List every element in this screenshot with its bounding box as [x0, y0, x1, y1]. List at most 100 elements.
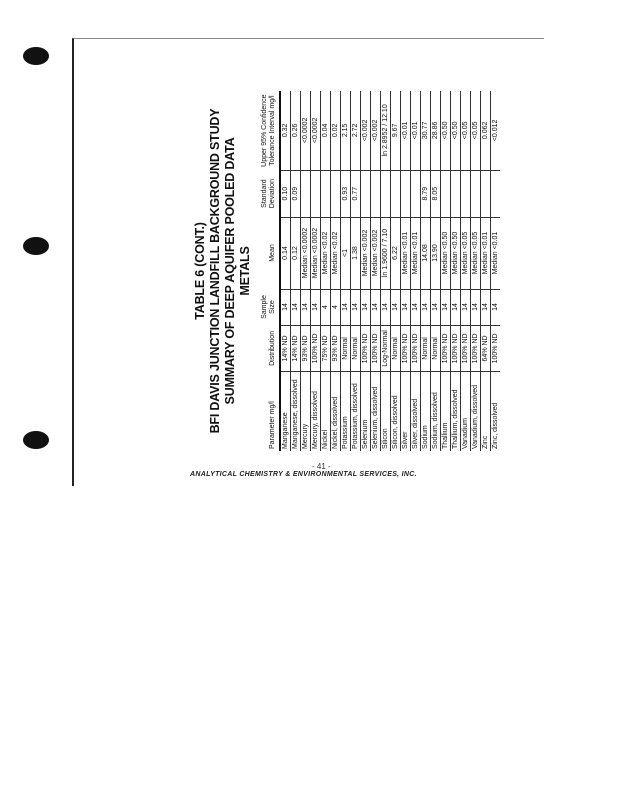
table-cell: 100% ND	[310, 325, 321, 372]
table-header-row: Parameter mg/l Distribution Sample Size …	[261, 91, 280, 451]
table-cell	[390, 170, 401, 218]
table-cell: 0.09	[290, 170, 301, 218]
table-cell: <0.002	[370, 91, 381, 171]
table-cell	[370, 170, 381, 218]
table-cell: Normal	[350, 325, 361, 372]
table-cell: <1	[340, 217, 351, 290]
table-cell: <0.012	[490, 91, 500, 171]
table-title-line: TABLE 6 (CONT.)	[193, 222, 207, 320]
table-cell: <0.50	[450, 91, 461, 171]
column-header: Distribution	[261, 325, 280, 372]
table-cell: Manganese	[280, 371, 291, 451]
table-cell: Nickel, dissolved	[330, 371, 341, 451]
table-title-line: METALS	[238, 246, 252, 296]
table-cell: Zinc, dissolved	[490, 371, 500, 451]
table-cell	[480, 170, 491, 218]
table-cell	[450, 170, 461, 218]
column-header: Parameter mg/l	[261, 371, 280, 451]
table-cell: 4	[330, 289, 341, 326]
column-header: Mean	[261, 217, 280, 290]
table-cell: Median <0.01	[490, 217, 500, 290]
table-cell: 14	[290, 289, 301, 326]
table-cell: Median <0.002	[360, 217, 371, 290]
page-number: - 41 -	[312, 462, 331, 471]
table-cell: Median <0.002	[370, 217, 381, 290]
table-cell: 0.93	[340, 170, 351, 218]
table-cell: Potassium, dissolved	[350, 371, 361, 451]
table-cell: 100% ND	[360, 325, 371, 372]
table-cell: 1.38	[350, 217, 361, 290]
table-cell: 93% ND	[300, 325, 311, 372]
table-cell: Normal	[390, 325, 401, 372]
table-cell: Normal	[340, 325, 351, 372]
table-cell: 75% ND	[320, 325, 331, 372]
table-cell: Potassium	[340, 371, 351, 451]
table-cell: 0.26	[290, 91, 301, 171]
table-cell: Sodium, dissolved	[430, 371, 441, 451]
table-cell: 14% ND	[290, 325, 301, 372]
table-cell: Median <0.50	[440, 217, 451, 290]
table-cell: 13.90	[430, 217, 441, 290]
table-cell: 0.062	[480, 91, 491, 171]
table-cell: Median <0.02	[320, 217, 331, 290]
table-cell: ln 1.9600 / 7.10	[380, 217, 391, 290]
table-cell: Median <0.01	[480, 217, 491, 290]
table-cell: Nickel	[320, 371, 331, 451]
punch-hole-top	[23, 47, 49, 65]
table-cell: 14	[300, 289, 311, 326]
table-title-block: TABLE 6 (CONT.) BFI DAVIS JUNCTION LANDF…	[193, 91, 253, 451]
table-title-line: SUMMARY OF DEEP AQUIFER POOLED DATA	[223, 137, 237, 405]
table-cell: 100% ND	[470, 325, 481, 372]
table-cell: <0.01	[410, 91, 421, 171]
table-cell: Zinc	[480, 371, 491, 451]
table-cell: 14	[370, 289, 381, 326]
table-cell: 100% ND	[410, 325, 421, 372]
table-cell: 4	[320, 289, 331, 326]
table-cell: Vanadium	[460, 371, 471, 451]
table-cell: 0.32	[280, 91, 291, 171]
table-cell: 14	[280, 289, 291, 326]
table-cell: Median <0.50	[450, 217, 461, 290]
table-cell: 14	[460, 289, 471, 326]
table-cell: 14	[470, 289, 481, 326]
table-cell: <0.01	[400, 91, 411, 171]
table-cell: Normal	[430, 325, 441, 372]
table-cell: 14% ND	[280, 325, 291, 372]
table-cell: 100% ND	[460, 325, 471, 372]
metals-summary-table: Parameter mg/l Distribution Sample Size …	[261, 91, 500, 451]
table-cell: 14	[430, 289, 441, 326]
table-cell: 14	[340, 289, 351, 326]
table-cell: 100% ND	[490, 325, 500, 372]
table-cell: 8.79	[420, 170, 431, 218]
table-cell: Log-Normal	[380, 325, 391, 372]
table-cell: Silver	[400, 371, 411, 451]
table-cell: 14	[480, 289, 491, 326]
table-cell: Silicon	[380, 371, 391, 451]
column-header: Upper 95% Confidence Tolerance Interval …	[261, 91, 280, 171]
table-cell: Vanadium, dissolved	[470, 371, 481, 451]
table-cell: 14	[420, 289, 431, 326]
table-cell: Median <0.0002	[300, 217, 311, 290]
table-cell: 14	[390, 289, 401, 326]
table-cell: Median <0.02	[330, 217, 341, 290]
table-cell: 93% ND	[330, 325, 341, 372]
company-footer: ANALYTICAL CHEMISTRY & ENVIRONMENTAL SER…	[190, 471, 417, 478]
table-cell: ln 2.8952 / 12.10	[380, 91, 391, 171]
table-cell: <0.50	[440, 91, 451, 171]
table-cell: Silicon, dissolved	[390, 371, 401, 451]
table-cell: 2.15	[340, 91, 351, 171]
table-cell: <0.002	[360, 91, 371, 171]
page-frame	[72, 38, 544, 486]
